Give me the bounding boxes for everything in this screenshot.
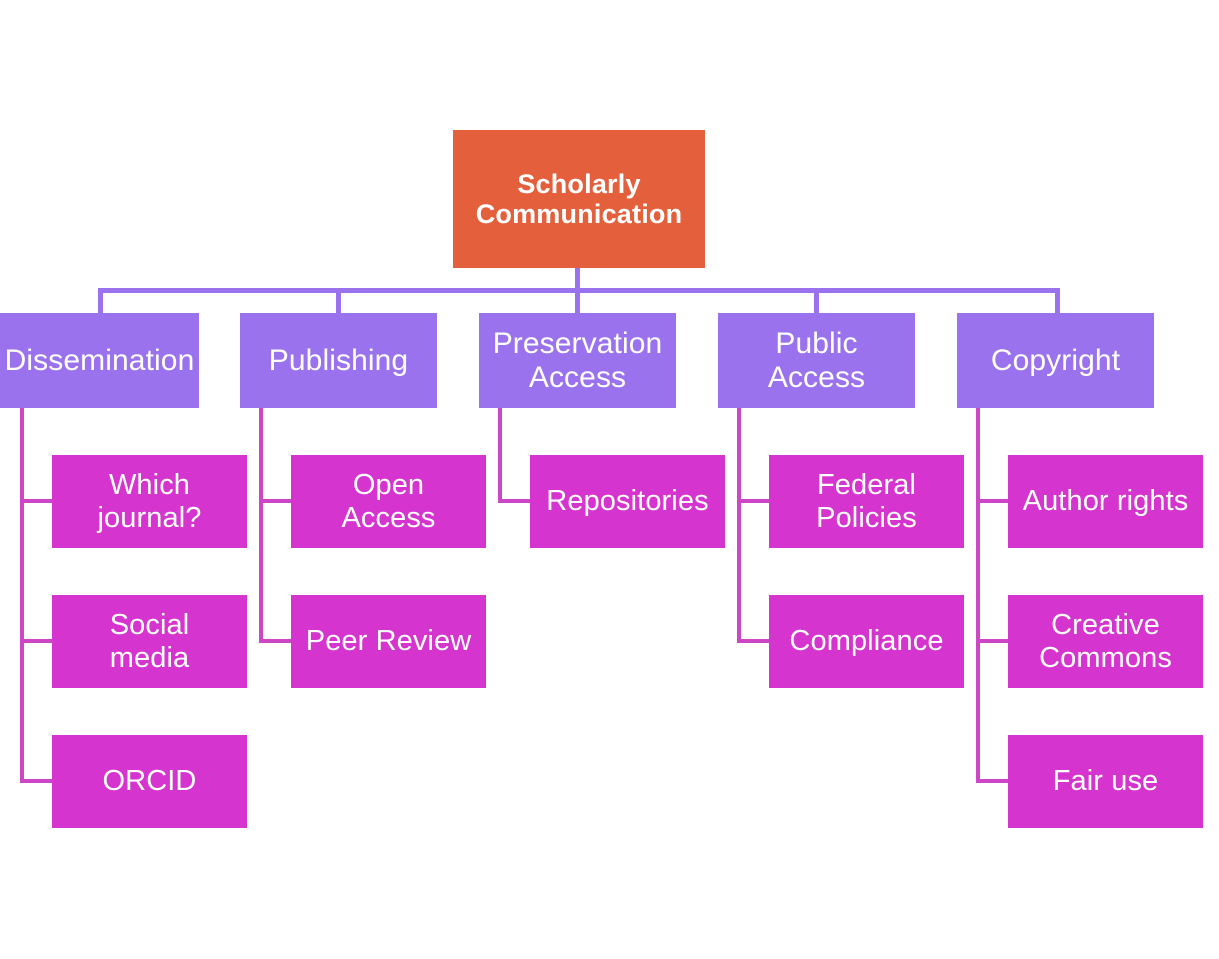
node-open-access[interactable]: Open Access [291,455,486,548]
branch-drop-connector-preservation [575,288,580,314]
node-public-access[interactable]: Public Access [718,313,915,408]
node-label: Federal Policies [816,469,917,534]
branch-drop-connector-copyright [1055,288,1060,314]
node-label: Public Access [767,326,866,394]
node-preservation-access[interactable]: Preservation Access [479,313,676,408]
leaf-stub-connector-federal-policies [737,499,769,503]
node-orcid[interactable]: ORCID [52,735,247,828]
node-which-journal[interactable]: Which journal? [52,455,247,548]
branch-drop-connector-publishing [336,288,341,314]
leaf-stub-connector-open-access [259,499,291,503]
branch-drop-connector-dissemination [98,288,103,314]
node-fair-use[interactable]: Fair use [1008,735,1203,828]
leaf-stub-connector-fair-use [976,779,1008,783]
node-scholarly-communication[interactable]: Scholarly Communication [453,130,705,268]
node-label: Fair use [1052,765,1159,798]
node-label: Peer Review [305,625,472,658]
leaf-stub-connector-creative-commons [976,639,1008,643]
node-publishing[interactable]: Publishing [240,313,437,408]
node-label: Repositories [546,485,709,518]
node-label: Author rights [1022,485,1189,518]
node-label: Social media [109,609,190,674]
node-label: Scholarly Communication [475,168,683,229]
leaf-stub-connector-which-journal [20,499,52,503]
node-social-media[interactable]: Social media [52,595,247,688]
leaf-spine-connector-dissemination [20,408,24,783]
leaf-spine-connector-preservation [498,408,502,503]
leaf-stub-connector-orcid [20,779,52,783]
node-author-rights[interactable]: Author rights [1008,455,1203,548]
leaf-stub-connector-social-media [20,639,52,643]
root-stem-connector [575,268,580,292]
leaf-stub-connector-compliance [737,639,769,643]
node-label: Which journal? [97,469,202,534]
node-label: Publishing [268,343,409,377]
node-label: Dissemination [4,343,195,377]
leaf-spine-connector-publishing [259,408,263,643]
node-compliance[interactable]: Compliance [769,595,964,688]
branch-drop-connector-public-access [814,288,819,314]
node-repositories[interactable]: Repositories [530,455,725,548]
node-label: ORCID [102,765,197,798]
leaf-spine-connector-copyright [976,408,980,783]
node-peer-review[interactable]: Peer Review [291,595,486,688]
leaf-spine-connector-public-access [737,408,741,643]
node-label: Open Access [341,469,436,534]
node-dissemination[interactable]: Dissemination [0,313,199,408]
node-label: Copyright [990,343,1121,377]
leaf-stub-connector-repositories [498,499,530,503]
node-federal-policies[interactable]: Federal Policies [769,455,964,548]
leaf-stub-connector-author-rights [976,499,1008,503]
node-label: Creative Commons [1039,609,1172,674]
node-label: Preservation Access [492,326,663,394]
node-label: Compliance [789,625,944,658]
node-copyright[interactable]: Copyright [957,313,1154,408]
leaf-stub-connector-peer-review [259,639,291,643]
node-creative-commons[interactable]: Creative Commons [1008,595,1203,688]
